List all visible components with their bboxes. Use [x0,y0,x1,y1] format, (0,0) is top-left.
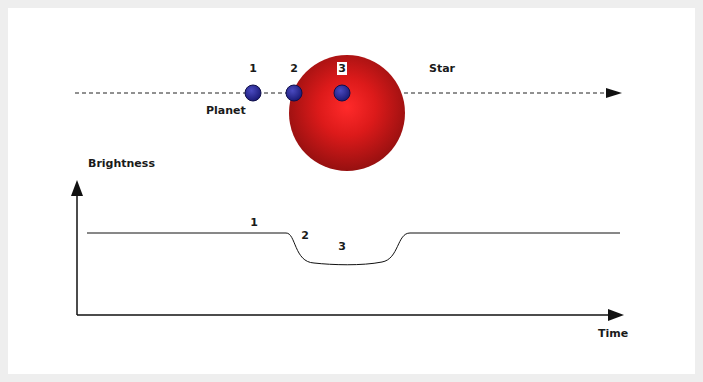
axis-label: Time [597,327,629,340]
callout-number: 1 [249,216,259,229]
star [289,55,405,171]
star-label: Star [428,62,456,75]
callout-number: 3 [337,240,347,253]
planet [334,85,350,101]
planet-label: Planet [205,104,247,117]
callout-number: 3 [337,62,347,75]
callout-number: 1 [248,62,258,75]
planet [286,85,302,101]
planet [245,85,261,101]
x-axis [77,314,612,316]
arrowhead [71,180,83,196]
arrowhead [606,88,622,98]
arrowhead [608,309,624,321]
light-curve [87,233,620,265]
panel [8,8,695,374]
axis-label: Brightness [87,157,156,170]
callout-number: 2 [300,229,310,242]
y-axis [76,192,78,315]
callout-number: 2 [289,62,299,75]
